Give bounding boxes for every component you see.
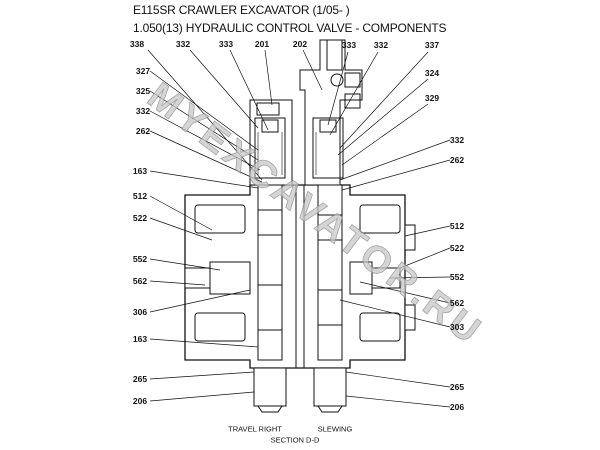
- part-label: 202: [292, 39, 308, 49]
- caption-travel-right: TRAVEL RIGHT: [228, 424, 282, 434]
- part-label: 332: [373, 40, 389, 50]
- part-label: 337: [424, 40, 440, 50]
- part-label: 552: [449, 272, 465, 282]
- part-label: 552: [132, 254, 148, 264]
- caption-section: SECTION D-D: [270, 435, 320, 445]
- part-label: 262: [135, 126, 151, 136]
- part-label: 329: [424, 93, 440, 103]
- part-label: 325: [135, 86, 151, 96]
- part-label: 522: [132, 213, 148, 223]
- part-label: 206: [449, 402, 465, 412]
- part-label: 306: [132, 307, 148, 317]
- page-subtitle: 1.050(13) HYDRAULIC CONTROL VALVE - COMP…: [133, 21, 447, 35]
- part-label: 332: [449, 135, 465, 145]
- part-label: 332: [135, 106, 151, 116]
- part-label: 338: [129, 39, 145, 49]
- part-label: 201: [254, 39, 270, 49]
- part-label: 303: [449, 322, 465, 332]
- part-label: 206: [132, 396, 148, 406]
- part-label: 562: [132, 276, 148, 286]
- part-label: 512: [449, 221, 465, 231]
- part-label: 163: [132, 334, 148, 344]
- part-label: 333: [218, 39, 234, 49]
- part-label: 163: [132, 166, 148, 176]
- page-title: E115SR CRAWLER EXCAVATOR (1/05- ): [133, 3, 350, 17]
- part-label: 324: [424, 68, 440, 78]
- part-label: 562: [449, 298, 465, 308]
- caption-slewing: SLEWING: [317, 424, 353, 434]
- part-label: 265: [132, 374, 148, 384]
- part-label: 327: [135, 66, 151, 76]
- part-label: 512: [132, 191, 148, 201]
- part-label: 265: [449, 382, 465, 392]
- part-label: 262: [449, 155, 465, 165]
- part-label: 522: [449, 243, 465, 253]
- part-label: 333: [341, 40, 357, 50]
- part-label: 332: [175, 39, 191, 49]
